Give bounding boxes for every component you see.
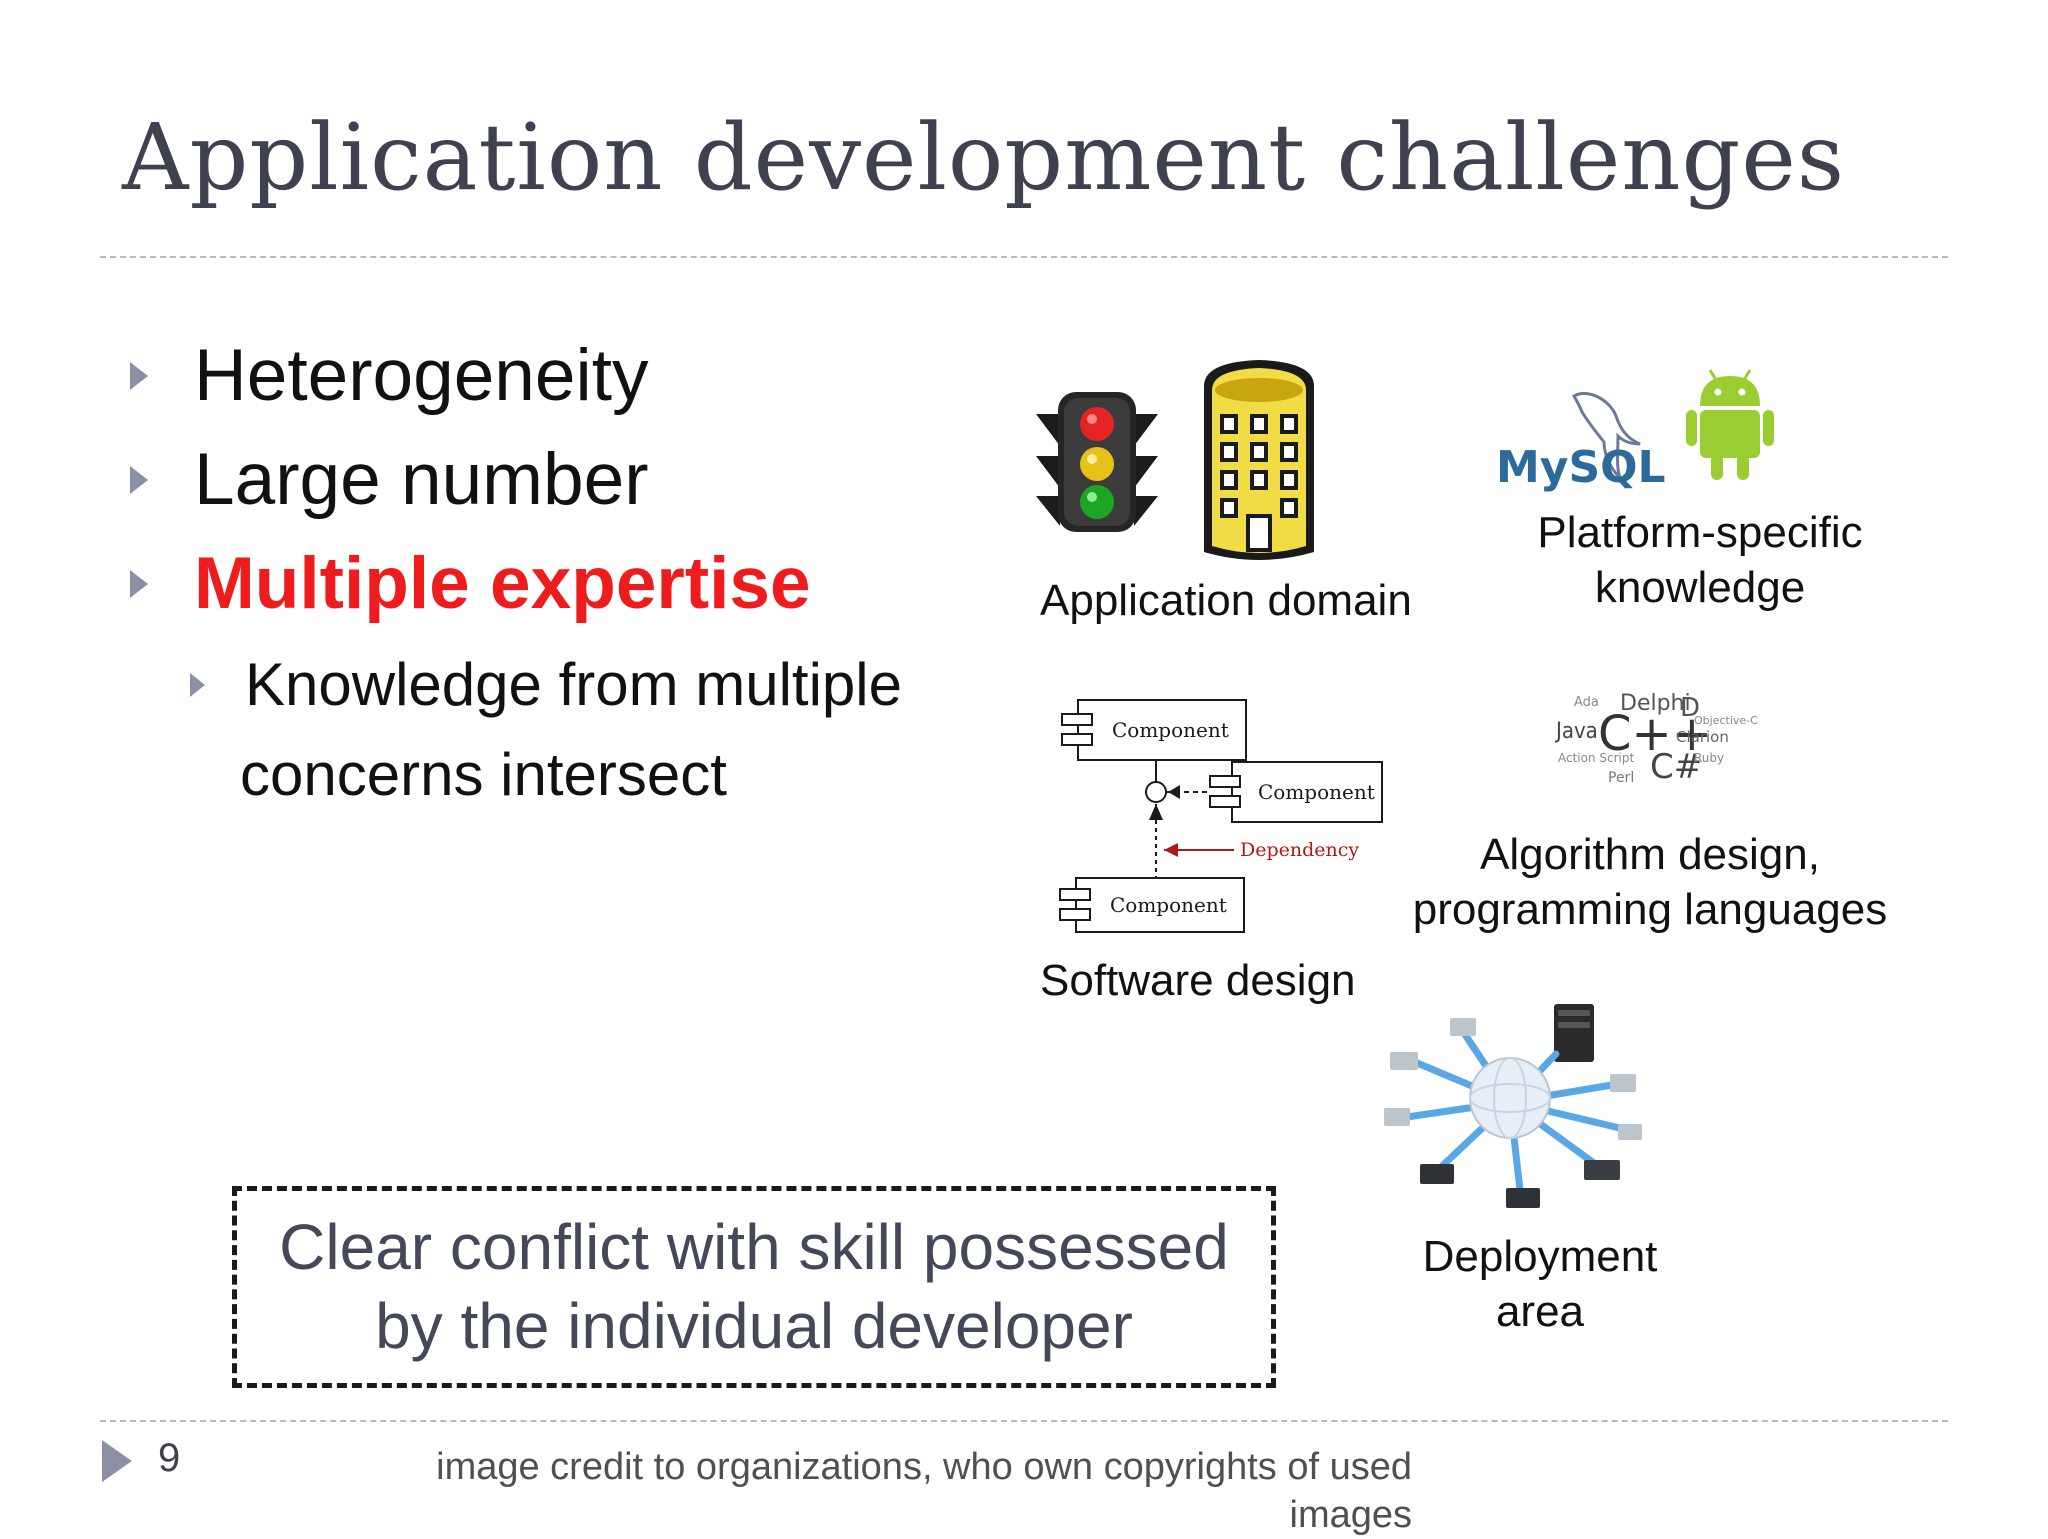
uml-component-diagram: Component Component Component Dependency bbox=[1054, 694, 1384, 944]
mysql-logo-text: MySQL bbox=[1496, 442, 1666, 493]
uml-dependency-label: Dependency bbox=[1240, 839, 1359, 861]
traffic-light-icon bbox=[1034, 388, 1160, 534]
uml-component-1: Component bbox=[1062, 700, 1246, 760]
bullet-triangle-icon bbox=[130, 570, 148, 598]
bullet-large-number: Large number bbox=[130, 438, 649, 521]
word-cloud-term: Clarion bbox=[1676, 728, 1729, 746]
sub-bullet-knowledge: Knowledge from multiple bbox=[190, 650, 902, 719]
image-credit-note: image credit to organizations, who own c… bbox=[392, 1444, 1412, 1539]
footer-triangle-icon bbox=[100, 1438, 134, 1484]
caption-deployment-line2: area bbox=[1340, 1285, 1740, 1340]
bullet-triangle-icon bbox=[130, 466, 148, 494]
caption-platform-specific: Platform-specific knowledge bbox=[1490, 506, 1910, 615]
sub-bullet-text-line2: concerns intersect bbox=[240, 740, 727, 809]
footer-divider bbox=[100, 1420, 1948, 1422]
sub-bullet-text-line1: Knowledge from multiple bbox=[245, 650, 902, 719]
word-cloud-term: Action Script bbox=[1558, 751, 1634, 765]
caption-algorithm-design: Algorithm design, programming languages bbox=[1400, 828, 1900, 937]
android-icon bbox=[1680, 364, 1780, 484]
bullet-heterogeneity: Heterogeneity bbox=[130, 334, 649, 417]
conflict-callout-box: Clear conflict with skill possessed by t… bbox=[232, 1186, 1276, 1388]
uml-component-2: Component bbox=[1210, 762, 1382, 822]
caption-application-domain: Application domain bbox=[1040, 574, 1412, 629]
image-credit-line2: images bbox=[392, 1492, 1412, 1539]
network-globe-icon bbox=[1370, 1000, 1650, 1220]
caption-deployment-line1: Deployment bbox=[1340, 1230, 1740, 1285]
image-credit-line1: image credit to organizations, who own c… bbox=[392, 1444, 1412, 1492]
bullet-text: Large number bbox=[194, 438, 649, 521]
mysql-logo-icon: MySQL bbox=[1492, 382, 1672, 500]
page-number: 9 bbox=[158, 1436, 180, 1481]
bullet-triangle-icon bbox=[130, 362, 148, 390]
caption-algorithm-line1: Algorithm design, bbox=[1400, 828, 1900, 883]
word-cloud-term: Ruby bbox=[1694, 751, 1724, 765]
caption-algorithm-line2: programming languages bbox=[1400, 883, 1900, 938]
bullet-text: Heterogeneity bbox=[194, 334, 649, 417]
slide-title: Application development challenges bbox=[122, 104, 1845, 211]
title-divider bbox=[100, 256, 1948, 258]
word-cloud-term: Objective-C bbox=[1694, 714, 1758, 727]
uml-component-3: Component bbox=[1060, 878, 1244, 932]
conflict-callout-text: Clear conflict with skill possessed by t… bbox=[279, 1208, 1229, 1367]
caption-platform-line1: Platform-specific bbox=[1490, 506, 1910, 561]
word-cloud-term: Perl bbox=[1608, 770, 1634, 786]
caption-software-design: Software design bbox=[1040, 954, 1356, 1009]
uml-component-label: Component bbox=[1258, 780, 1375, 804]
caption-deployment-area: Deployment area bbox=[1340, 1230, 1740, 1339]
language-word-cloud: Delphi D Java C++ Clarion C# Ada Perl Ru… bbox=[1530, 676, 1770, 796]
building-icon bbox=[1196, 356, 1322, 566]
bullet-text: Multiple expertise bbox=[194, 542, 811, 625]
sub-bullet-triangle-icon bbox=[190, 673, 205, 697]
uml-component-label: Component bbox=[1110, 893, 1227, 917]
word-cloud-term: Java bbox=[1554, 719, 1598, 744]
bullet-multiple-expertise: Multiple expertise bbox=[130, 542, 811, 625]
caption-platform-line2: knowledge bbox=[1490, 561, 1910, 616]
word-cloud-term: Ada bbox=[1574, 695, 1599, 710]
uml-component-label: Component bbox=[1112, 718, 1229, 742]
